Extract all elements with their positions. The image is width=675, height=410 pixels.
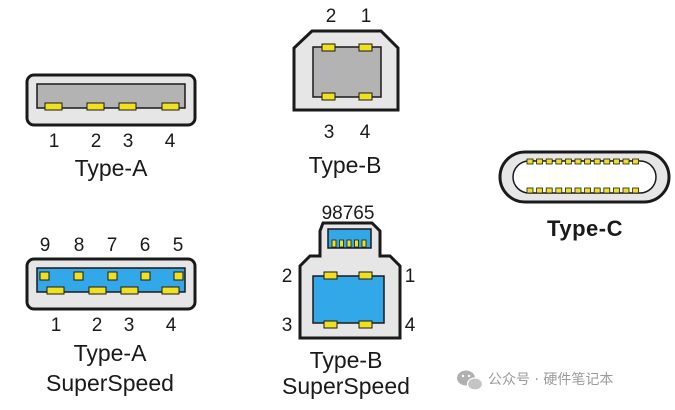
type-b-contact-4 xyxy=(358,92,373,101)
type-b-ss-upper-contacts xyxy=(331,239,367,248)
type-a-ss-contact-6 xyxy=(140,271,151,281)
type-c-contact xyxy=(622,158,630,165)
type-c-contact xyxy=(632,158,639,165)
type-a-contact-3 xyxy=(118,102,137,111)
type-a-ss-pin-label: 9 xyxy=(40,235,51,256)
type-b-pin-label: 3 xyxy=(324,122,335,143)
type-c-contact xyxy=(555,187,563,194)
type-b-contact-3 xyxy=(321,92,336,101)
type-c-contact xyxy=(622,187,630,194)
type-b-ss-pin-label: 2 xyxy=(282,266,293,287)
type-a-contact-4 xyxy=(161,102,180,111)
type-b-ss-contact-3 xyxy=(323,320,338,329)
type-c-label: Type-C xyxy=(547,216,623,241)
type-b-contact-2 xyxy=(321,43,336,52)
type-a-pin-label: 1 xyxy=(49,131,60,152)
type-a-pin-label: 4 xyxy=(165,131,176,152)
type-b-ss-upper-contact xyxy=(361,239,367,248)
type-c-contact xyxy=(584,187,591,194)
type-a-ss-contact-7 xyxy=(107,271,118,281)
type-a-connector: 1 2 3 4 Type-A xyxy=(25,73,197,181)
type-a-pin-label: 2 xyxy=(91,131,102,152)
watermark: 公众号 · 硬件笔记本 xyxy=(457,370,613,391)
type-c-contact xyxy=(584,158,591,165)
type-a-ss-pin-label: 7 xyxy=(107,235,118,256)
type-b-ss-contact-2 xyxy=(323,271,338,280)
type-b-ss-pin-label: 3 xyxy=(282,315,293,336)
type-b-ss-upper-insert xyxy=(327,228,372,249)
type-a-pin-label: 3 xyxy=(123,131,134,152)
type-c-contact xyxy=(574,158,582,165)
type-c-contact xyxy=(593,187,601,194)
type-b-ss-pin-label-top: 98765 xyxy=(322,203,375,224)
type-a-ss-pin-label: 5 xyxy=(173,235,184,256)
type-c-contact xyxy=(545,187,553,194)
type-c-contact xyxy=(565,158,572,165)
type-c-connector: Type-C xyxy=(498,150,671,241)
type-a-ss-label-line1: Type-A xyxy=(74,340,148,366)
type-a-ss-pin-label: 2 xyxy=(92,315,103,336)
type-b-connector: 2 1 3 4 Type-B xyxy=(292,6,400,178)
type-a-ss-pin-label: 8 xyxy=(74,235,85,256)
type-c-contacts-bottom xyxy=(526,187,639,194)
type-c-contact xyxy=(603,158,611,165)
type-b-ss-pin-label: 1 xyxy=(405,266,416,287)
type-b-ss-upper-contact xyxy=(331,239,337,248)
type-a-ss-contact-1 xyxy=(46,286,65,295)
type-b-ss-upper-contact xyxy=(346,239,352,248)
type-a-ss-contact-8 xyxy=(73,271,84,281)
type-a-ss-pin-label: 6 xyxy=(140,235,151,256)
type-b-pin-label: 2 xyxy=(326,6,337,27)
type-b-ss-upper-contact xyxy=(339,239,344,248)
type-c-contact xyxy=(536,158,543,165)
type-a-ss-pin-label: 3 xyxy=(124,315,135,336)
type-b-ss-contact-1 xyxy=(358,271,373,280)
type-b-pin-label: 1 xyxy=(361,6,372,27)
type-b-ss-contact-4 xyxy=(358,320,373,329)
type-b-pin-label: 4 xyxy=(360,122,371,143)
type-b-ss-upper-contact xyxy=(354,239,359,248)
type-c-contact xyxy=(613,158,620,165)
type-b-ss-pin-label: 4 xyxy=(405,315,416,336)
wechat-icon xyxy=(457,370,484,391)
watermark-text: 公众号 · 硬件笔记本 xyxy=(488,372,613,388)
type-a-contact-2 xyxy=(86,102,105,111)
type-a-ss-contact-2 xyxy=(88,286,107,295)
type-c-contact xyxy=(545,158,553,165)
type-b-contact-1 xyxy=(358,43,373,52)
type-b-ss-label-line2: SuperSpeed xyxy=(282,373,410,399)
type-b-superspeed-connector: 98765 2 1 3 4 Type-B SuperSpeed xyxy=(282,203,416,399)
type-c-contact xyxy=(613,187,620,194)
type-c-contact xyxy=(593,158,601,165)
type-b-insert xyxy=(312,46,382,98)
type-c-contact xyxy=(555,158,563,165)
type-c-contact xyxy=(574,187,582,194)
type-a-ss-pin-label: 1 xyxy=(51,315,62,336)
type-a-ss-contact-5 xyxy=(173,271,184,281)
type-c-contact xyxy=(603,187,611,194)
type-c-contact xyxy=(526,158,534,165)
type-a-ss-contact-3 xyxy=(120,286,139,295)
type-c-contacts-top xyxy=(526,158,639,165)
type-a-ss-label-line2: SuperSpeed xyxy=(46,370,174,396)
type-c-contact xyxy=(536,187,543,194)
type-c-contact xyxy=(565,187,572,194)
type-a-contact-1 xyxy=(44,102,63,111)
type-a-ss-contact-4 xyxy=(161,286,180,295)
type-a-ss-pin-label: 4 xyxy=(166,315,177,336)
type-c-contact xyxy=(632,187,639,194)
type-a-label: Type-A xyxy=(75,155,149,181)
type-c-contact xyxy=(526,187,534,194)
type-b-ss-lower-insert xyxy=(312,275,385,324)
type-b-label: Type-B xyxy=(309,152,382,178)
type-a-superspeed-connector: 9 8 7 6 5 1 2 3 4 Type-A SuperSpeed xyxy=(25,235,197,396)
type-a-ss-contact-9 xyxy=(39,271,50,281)
type-b-ss-label-line1: Type-B xyxy=(310,347,383,373)
